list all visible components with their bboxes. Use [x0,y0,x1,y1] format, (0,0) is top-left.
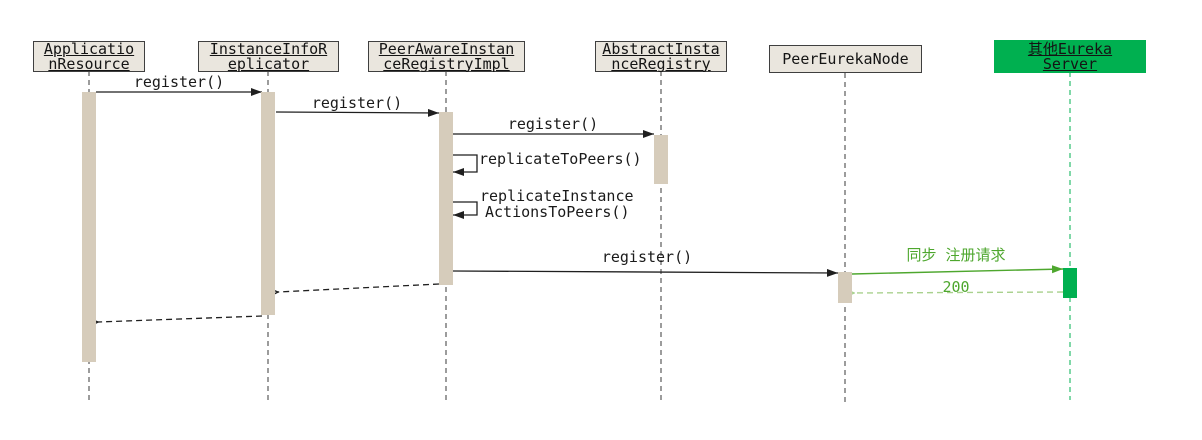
activation-application-resource [82,92,96,362]
activation-other-eureka-server [1063,268,1077,298]
message-label-replicate-instance-line1: replicateInstance [480,187,634,205]
activation-abstract-instance-registry [654,135,668,184]
participant-label: nResource [48,54,130,73]
message-label-replicate-to-peers: replicateToPeers() [479,150,642,168]
arrow-sync-request [851,265,1064,275]
participant-instance-info-replicator: InstanceInfoR eplicator [198,41,339,72]
arrow-register-2 [275,108,440,117]
participant-label: nceRegistry [611,54,711,73]
message-label-register-1: register() [133,73,225,91]
message-label-sync-request: 同步 注册请求 [906,246,1006,264]
message-label-register-2: register() [311,94,403,112]
activation-peer-eureka-node [838,272,852,303]
arrow-register-4 [452,268,839,277]
participant-label: eplicator [227,54,310,73]
arrow-return-to-application-resource [98,315,263,322]
participant-label: 其他Eureka [1027,39,1113,58]
activation-instance-info-replicator [261,92,275,315]
arrow-return-to-replicator [278,283,440,292]
participant-label: InstanceInfoR [209,39,328,58]
participant-label: ceRegistryImpl [383,54,510,73]
participant-other-eureka-server: 其他Eureka Server [994,40,1146,73]
message-label-register-3: register() [507,115,599,133]
participant-label: PeerAwareInstan [378,39,515,58]
activation-peer-aware-instance-registry-impl [439,112,453,285]
participant-abstract-instance-registry: AbstractInsta nceRegistry [595,41,727,72]
participant-label: Applicatio [43,39,135,58]
participant-application-resource: Applicatio nResource [33,41,145,72]
arrow-self-replicate-instance-actions [453,201,478,219]
participant-label: PeerEurekaNode [782,49,909,68]
message-label-register-4: register() [601,248,693,266]
participant-label: Server [1042,54,1098,73]
participant-peer-aware-instance-registry-impl: PeerAwareInstan ceRegistryImpl [368,41,525,72]
message-label-replicate-instance-line2: ActionsToPeers() [485,203,630,221]
participant-peer-eureka-node: PeerEurekaNode [769,45,922,73]
arrow-sync-response-200 [854,292,1064,293]
participant-label: AbstractInsta [602,39,720,58]
message-label-sync-response-200: 200 [942,278,970,296]
arrow-self-replicate-to-peers [453,154,478,176]
